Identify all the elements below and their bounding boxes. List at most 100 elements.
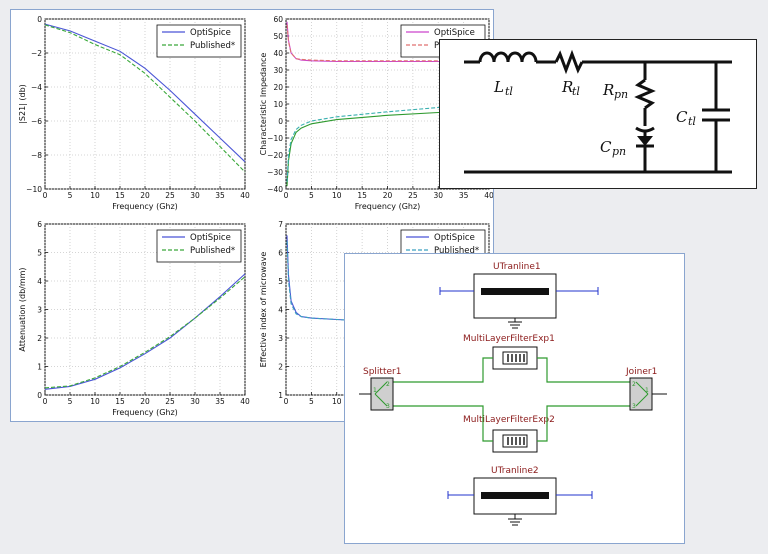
utranline1-label: UTranline1 [493, 262, 541, 272]
plot-2-xtick-label: 10 [90, 397, 100, 406]
plot-1-xtick-label: 35 [459, 191, 469, 200]
multilayer-filter-2-block[interactable] [492, 429, 538, 453]
plot-0-legend-label: OptiSpice [190, 28, 231, 38]
plot-0-ytick-label: −4 [31, 83, 42, 92]
signal-wires [393, 357, 630, 442]
varactor-label-sub: pn [612, 145, 626, 158]
splitter-port-2: 2 [386, 381, 390, 388]
splitter-port-1: 1 [373, 387, 377, 394]
plot-1-ytick-label: −20 [267, 151, 283, 160]
series-resistor [554, 49, 584, 75]
plot-1-xtick-label: 40 [484, 191, 493, 200]
plot-1-ytick-label: −10 [267, 134, 283, 143]
plot-0-ylabel: |S21| (db) [18, 84, 27, 124]
plot-0-series-1-line [44, 24, 246, 173]
plot-2-legend [156, 229, 242, 263]
joiner-port-3: 3 [632, 403, 636, 410]
plot-3-ytick-label: 7 [278, 220, 283, 229]
inductor-label: L [493, 78, 504, 96]
shunt-resistor [634, 78, 656, 110]
plot-1-series-0-line [286, 21, 490, 63]
utranline1-block[interactable] [439, 273, 599, 329]
utranline2-block[interactable] [447, 477, 593, 526]
plot-0-legend [156, 24, 242, 58]
plot-3-xtick-label: 10 [332, 397, 342, 406]
plot-0-legend-label: Published* [190, 41, 235, 51]
plot-1-ytick-label: 20 [273, 83, 283, 92]
plot-2-xtick-label: 25 [165, 397, 175, 406]
plot-1-xtick-label: 15 [357, 191, 367, 200]
plot-3-ytick-label: 1 [278, 391, 283, 400]
shunt-resistor-label-sub: pn [614, 88, 628, 101]
plot-0-xtick-label: 5 [68, 191, 73, 200]
plot-2-ytick-label: 4 [37, 277, 42, 286]
plot-1-ytick-label: 30 [273, 66, 283, 75]
plot-2-ytick-label: 1 [37, 363, 42, 372]
joiner-port-2: 2 [632, 381, 636, 388]
plot-0-xtick-label: 35 [215, 191, 225, 200]
splitter1-label: Splitter1 [363, 367, 401, 377]
plot-1-ytick-label: 40 [273, 49, 283, 58]
splitter1-block[interactable]: 1 2 3 [359, 377, 394, 411]
varactor-diode [635, 126, 655, 148]
plot-0-ytick-label: −6 [31, 117, 42, 126]
resistor-label: R [561, 78, 573, 96]
joiner1-label: Joiner1 [625, 367, 657, 377]
plot-3-ytick-label: 5 [278, 277, 283, 286]
plot-1-ytick-label: −30 [267, 168, 283, 177]
capacitor-label-sub: tl [688, 115, 696, 128]
plot-2-series-0-line [44, 273, 246, 390]
plot-0-xtick-label: 20 [140, 191, 150, 200]
multilayer-filter-2-label: MultiLayerFilterExp2 [463, 415, 555, 425]
plot-1-xtick-label: 30 [433, 191, 443, 200]
plot-3-series-1-line [286, 241, 363, 322]
plot-2-xtick-label: 30 [190, 397, 200, 406]
plot-1-xtick-label: 20 [383, 191, 393, 200]
plot-2-ytick-label: 2 [37, 334, 42, 343]
capacitor-label: C [676, 108, 688, 126]
plot-3-ytick-label: 3 [278, 334, 283, 343]
plot-0-xtick-label: 10 [90, 191, 100, 200]
plot-3-ytick-label: 2 [278, 363, 283, 372]
plot-2-xtick-label: 0 [43, 397, 48, 406]
joiner1-block[interactable]: 1 2 3 [629, 377, 667, 411]
circuit-schematic-panel: UTranline1 MultiLayerFilterExp1 MultiLay… [344, 253, 685, 544]
equivalent-circuit-panel: L tl R tl R pn C pn C tl [439, 39, 757, 189]
multilayer-filter-1-block[interactable] [492, 346, 538, 370]
plot-0-xtick-label: 40 [240, 191, 250, 200]
resistor-label-sub: tl [572, 85, 580, 98]
varactor-label: C [600, 138, 612, 156]
plot-0-series-0-line [44, 23, 246, 163]
plot-2-ylabel: Attenuation (db/mm) [18, 267, 27, 351]
plot-1-xtick-label: 5 [309, 191, 314, 200]
plot-0-xtick-label: 15 [115, 191, 125, 200]
plot-0-xlabel: Frequency (Ghz) [112, 202, 178, 211]
plot-0-ytick-label: −8 [31, 151, 42, 160]
plot-1-ytick-label: −40 [267, 185, 283, 194]
plot-1-xtick-label: 25 [408, 191, 418, 200]
shunt-resistor-label: R [602, 81, 614, 99]
plot-2-xtick-label: 15 [115, 397, 125, 406]
plot-1-ytick-label: 60 [273, 15, 283, 24]
plot-2-xtick-label: 35 [215, 397, 225, 406]
plot-3-legend-label: Published* [434, 246, 479, 256]
inductor-coil [478, 51, 538, 63]
plot-1-xtick-label: 10 [332, 191, 342, 200]
plot-1-series-1-line [286, 24, 490, 62]
plot-2-legend-label: OptiSpice [190, 233, 231, 243]
plot-0-ytick-label: 0 [37, 15, 42, 24]
plot-0-xtick-label: 30 [190, 191, 200, 200]
plot-2-xtick-label: 5 [68, 397, 73, 406]
plot-0-xtick-label: 25 [165, 191, 175, 200]
plot-2-ytick-label: 6 [37, 220, 42, 229]
plot-2-xtick-label: 20 [140, 397, 150, 406]
splitter-port-3: 3 [386, 403, 390, 410]
plot-1-xlabel: Frequency (Ghz) [355, 202, 421, 211]
plot-2-ytick-label: 3 [37, 306, 42, 315]
plot-1-series-2-line [286, 110, 490, 187]
equivalent-circuit-diagram: L tl R tl R pn C pn C tl [464, 49, 732, 174]
plot-2-series-1-line [44, 276, 246, 389]
plot-1-xtick-label: 0 [284, 191, 289, 200]
plot-2-xtick-label: 40 [240, 397, 250, 406]
utranline2-label: UTranline2 [491, 466, 539, 476]
